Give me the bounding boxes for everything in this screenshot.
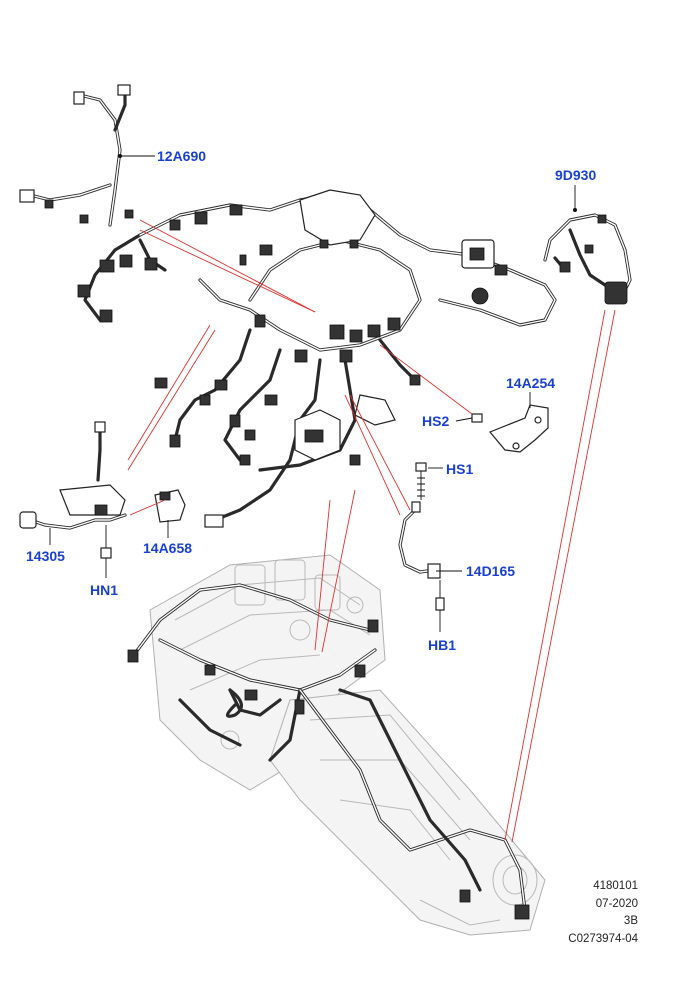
callout-hs2: HS2	[422, 413, 450, 429]
callout-leader-lines	[49, 154, 577, 632]
bracket-14a254	[471, 404, 549, 453]
callout-hn1: HN1	[90, 582, 119, 598]
callout-14a658: 14A658	[143, 540, 193, 556]
illustration-code: C0273974-04	[568, 933, 638, 945]
bracket-14a658	[154, 489, 186, 523]
callout-9d930: 9D930	[555, 167, 597, 183]
callout-14d165: 14D165	[466, 563, 516, 579]
harness-9d930	[543, 213, 632, 305]
engine-harness-installed	[127, 583, 530, 920]
illustration-revision: 3B	[623, 915, 638, 927]
callout-hs1: HS1	[446, 461, 474, 477]
harness-14d165	[398, 501, 445, 611]
illustration-date: 07-2020	[595, 898, 638, 910]
engine-transmission-outline	[149, 554, 546, 936]
harness-14305	[19, 421, 127, 559]
illustration-number: 4180101	[593, 880, 638, 892]
callout-14a254: 14A254	[506, 375, 556, 391]
callout-14305: 14305	[26, 548, 65, 564]
stud-hs1	[415, 462, 427, 500]
callout-12a690: 12A690	[157, 148, 207, 164]
harness-12a690	[19, 84, 557, 528]
red-leader-lines	[127, 219, 616, 843]
callout-hb1: HB1	[428, 637, 457, 653]
